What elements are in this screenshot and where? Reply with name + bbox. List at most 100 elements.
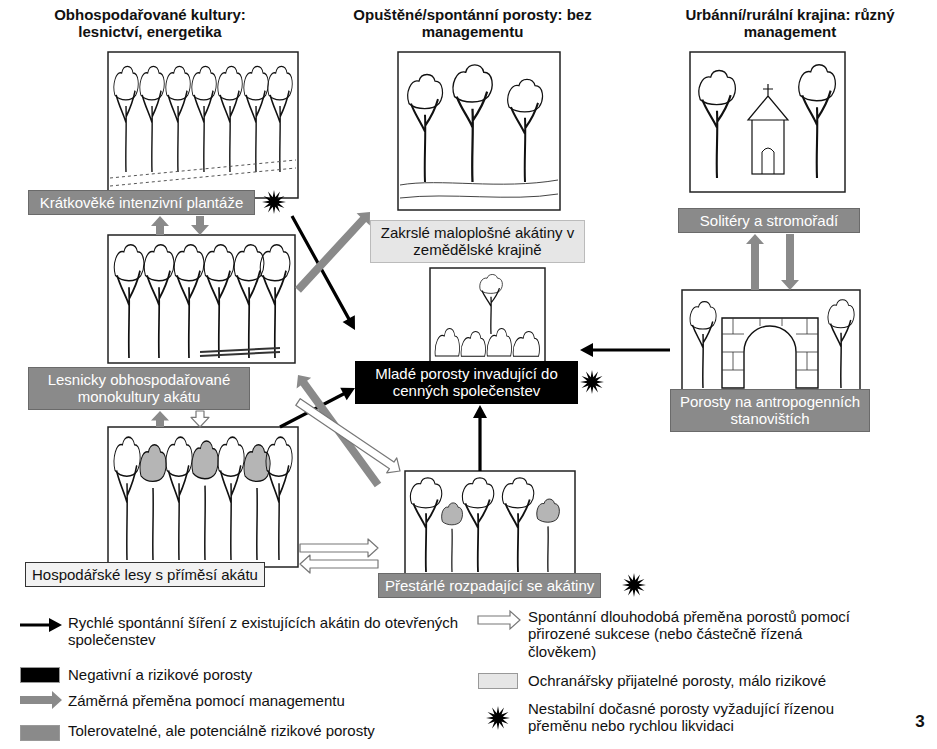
legend-text: Tolerovatelné, ale potenciálně rizikové … [68,722,463,739]
tree-symbol [218,66,242,172]
picture-frame [398,52,560,210]
tree-symbol [453,65,492,182]
label-box: Solitéry a stromořadí [678,208,860,233]
tree-symbol [690,302,716,388]
label-box: Přestárlé rozpadající se akátiny [378,573,601,598]
tree-symbol [480,274,503,334]
young-stand-sketch [430,268,545,364]
old-stand-sketch [405,471,575,576]
picture-frame [108,235,295,363]
flow-arrow [296,399,400,473]
flow-arrow [746,234,764,290]
tree-symbol [699,70,735,178]
label-box: Krátkověké intenzivní plantáže [28,190,255,215]
panel-label: Lesnicky obhospodařované monokultury aká… [35,371,243,406]
field-line [400,180,558,198]
unstable-star [622,573,646,597]
ground-rows [110,160,296,186]
stand-panel: Hospodářské lesy s příměsí akátu [25,427,300,588]
tree-symbol [114,245,144,358]
panel-label: Krátkověké intenzivní plantáže [35,194,248,211]
legend-text: Nestabilní dočasné porosty vyžadující ří… [528,700,868,735]
flow-arrow [473,405,487,471]
flow-arrow [151,411,169,427]
stand-panel: Solitéry a stromořadí [678,52,860,234]
stand-panel: Přestárlé rozpadající se akátiny [378,471,602,599]
tree-symbol [234,245,264,358]
stone-joints [722,318,818,370]
picture-frame [405,471,575,576]
panel-label: Hospodářské lesy s příměsí akátu [32,566,258,583]
label-box: Mladé porosty invadující do cenných spol… [355,361,578,404]
legend-text: Negativní a rizikové porosty [68,666,463,683]
stone-arch [722,318,818,388]
chapel-sketch [690,52,845,192]
tree-symbol [192,66,216,172]
legend-text: Spontánní dlouhodobá přeměna porostů pom… [528,608,858,660]
legend-text: Záměrná přeměna pomocí managementu [68,692,463,709]
label-box: Hospodářské lesy s příměsí akátu [25,562,265,587]
tree-symbol [218,437,244,560]
picture-frame [108,427,298,567]
tree-symbol [410,478,441,572]
flow-arrow [151,216,169,235]
chapel-roof [748,84,788,120]
shrub-symbol [487,329,511,357]
column-heading: Obhospodařované kultury: lesnictví, ener… [30,6,270,41]
tree-symbol [140,66,164,172]
tree-symbol [442,503,463,572]
shrub-symbol [513,331,539,356]
stand-panel: Lesnicky obhospodařované monokultury aká… [28,235,298,411]
panel-label: Zakrslé maloplošné akátiny v zemědělské … [377,224,578,259]
tree-symbol [508,79,543,182]
legend-black-arrow [20,618,62,632]
panel-label: Solitéry a stromořadí [685,212,853,229]
legend-text: Ochranářsky přijatelné porosty, málo riz… [528,672,868,689]
flow-arrow [191,411,209,427]
tree-symbol [114,437,140,560]
unstable-star [580,370,604,394]
stand-panel: Zakrslé maloplošné akátiny v zemědělské … [370,52,585,264]
tree-symbol [114,66,138,172]
shrub-symbol [461,331,485,356]
column-heading: Opuštěné/spontánní porosty: bez manageme… [350,6,595,41]
panel-label: Porosty na antropogenních stanovištích [677,393,863,428]
tree-symbol [537,499,560,572]
tree-symbol [166,66,190,172]
tree-symbol [462,478,493,572]
tree-symbol [174,245,204,358]
stand-panel: Krátkověké intenzivní plantáže [28,52,300,216]
mixed-forest-sketch [108,427,298,567]
flow-arrow [295,212,370,293]
flow-arrow [300,555,378,573]
tree-symbol [408,74,443,182]
log [200,348,280,356]
tree-symbol [140,445,166,560]
tree-symbol [192,441,218,560]
flow-arrow [781,234,799,290]
legend-text: Rychlé spontánní šíření z existujících a… [68,614,463,649]
legend-grey-arrow [20,691,62,709]
flow-arrow [291,215,355,330]
tree-symbol [266,437,292,560]
legend-white-arrow [478,611,520,629]
tree-symbol [260,245,290,358]
unstable-star [262,190,286,214]
monoculture-sketch [108,235,295,363]
panel-label: Mladé porosty invadující do cenných spol… [362,365,571,400]
page-number: 3 [910,712,930,732]
picture-frame [430,268,545,364]
label-box: Porosty na antropogenních stanovištích [670,389,870,432]
chapel-door [762,148,774,174]
tree-symbol [828,300,854,388]
dwarf-stand-sketch [398,52,560,210]
tree-symbol [144,245,174,358]
legend-swatch [20,725,60,741]
stand-panel: Porosty na antropogenních stanovištích [670,290,870,432]
panel-label: Přestárlé rozpadající se akátiny [385,577,594,594]
chapel [752,118,784,174]
label-box: Lesnicky obhospodařované monokultury aká… [28,367,250,410]
tree-symbol [244,66,268,172]
shrub-symbol [435,329,459,357]
